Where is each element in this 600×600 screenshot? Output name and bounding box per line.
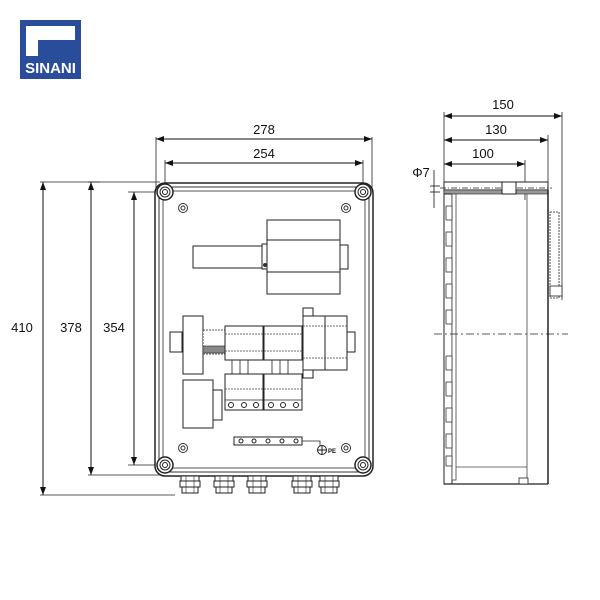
logo-mark-icon <box>26 26 75 56</box>
sinani-logo: SINANI <box>20 20 81 79</box>
breaker-modules <box>182 373 303 429</box>
dim-label-130: 130 <box>485 122 507 137</box>
dim-label-278: 278 <box>253 122 275 137</box>
dim-label-100: 100 <box>472 146 494 161</box>
isolator-switch <box>192 219 349 295</box>
dim-label-hole-diameter: Φ7 <box>412 165 430 180</box>
earth-ground-icon <box>317 445 327 455</box>
cable-glands <box>179 475 340 494</box>
terminal-block <box>233 436 321 447</box>
front-view: 278 254 410 378 354 <box>11 122 374 496</box>
dim-label-378: 378 <box>60 320 82 335</box>
pe-label: PE <box>328 449 336 455</box>
dim-label-150: 150 <box>492 97 514 112</box>
side-view: 150 130 100 Φ7 <box>412 97 568 485</box>
din-rail-top <box>169 307 356 379</box>
dim-label-254: 254 <box>253 146 275 161</box>
dim-label-410: 410 <box>11 320 33 335</box>
brand-name: SINANI <box>25 60 76 77</box>
dim-label-354: 354 <box>103 320 125 335</box>
